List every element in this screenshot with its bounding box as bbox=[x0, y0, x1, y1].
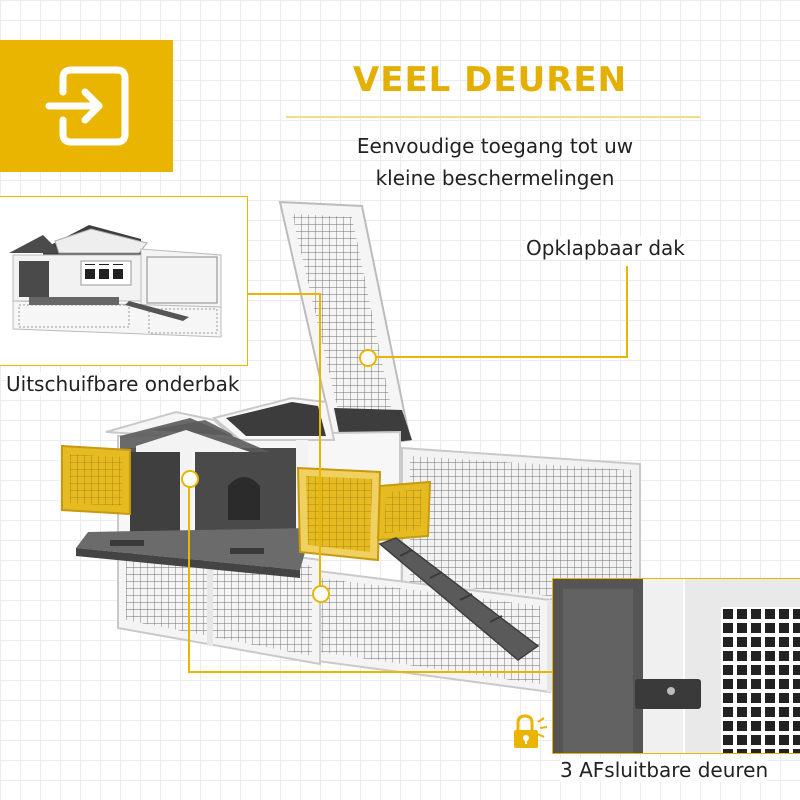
hutch-thumbnail bbox=[9, 225, 222, 338]
left-door bbox=[61, 444, 131, 516]
roof-label: Opklapbaar dak bbox=[526, 236, 685, 260]
header-icon-box bbox=[0, 40, 173, 172]
tray-callout-dot bbox=[312, 585, 330, 603]
roof-callout-dot bbox=[359, 349, 377, 367]
inset-full-hutch bbox=[0, 196, 248, 366]
doors-callout-line-h bbox=[188, 671, 556, 673]
enter-arrow-icon bbox=[45, 66, 128, 146]
ramp bbox=[378, 537, 540, 661]
doors-label: 3 AFsluitbare deuren bbox=[560, 758, 769, 782]
tray-label: Uitschuifbare onderbak bbox=[6, 372, 240, 396]
doors-callout-line-v bbox=[188, 478, 190, 672]
lock-icon bbox=[508, 712, 552, 752]
page-title: VEEL DEUREN bbox=[352, 60, 628, 100]
subtitle-line-2: kleine beschermelingen bbox=[375, 166, 615, 190]
tray-callout-line-v bbox=[319, 293, 321, 593]
tray-callout-line-h bbox=[248, 293, 320, 295]
subtitle-line-1: Eenvoudige toegang tot uw bbox=[356, 134, 634, 158]
inset-lock-detail bbox=[552, 578, 800, 754]
roof-callout-line-v bbox=[626, 266, 628, 358]
title-underline bbox=[286, 116, 700, 118]
roof-callout-line-h bbox=[366, 356, 628, 358]
subtitle: Eenvoudige toegang tot uw kleine bescher… bbox=[300, 130, 690, 194]
run-enclosure bbox=[309, 446, 641, 694]
door-lock-closeup bbox=[553, 579, 800, 753]
doors-callout-dot bbox=[181, 470, 199, 488]
middle-doors bbox=[296, 466, 432, 562]
